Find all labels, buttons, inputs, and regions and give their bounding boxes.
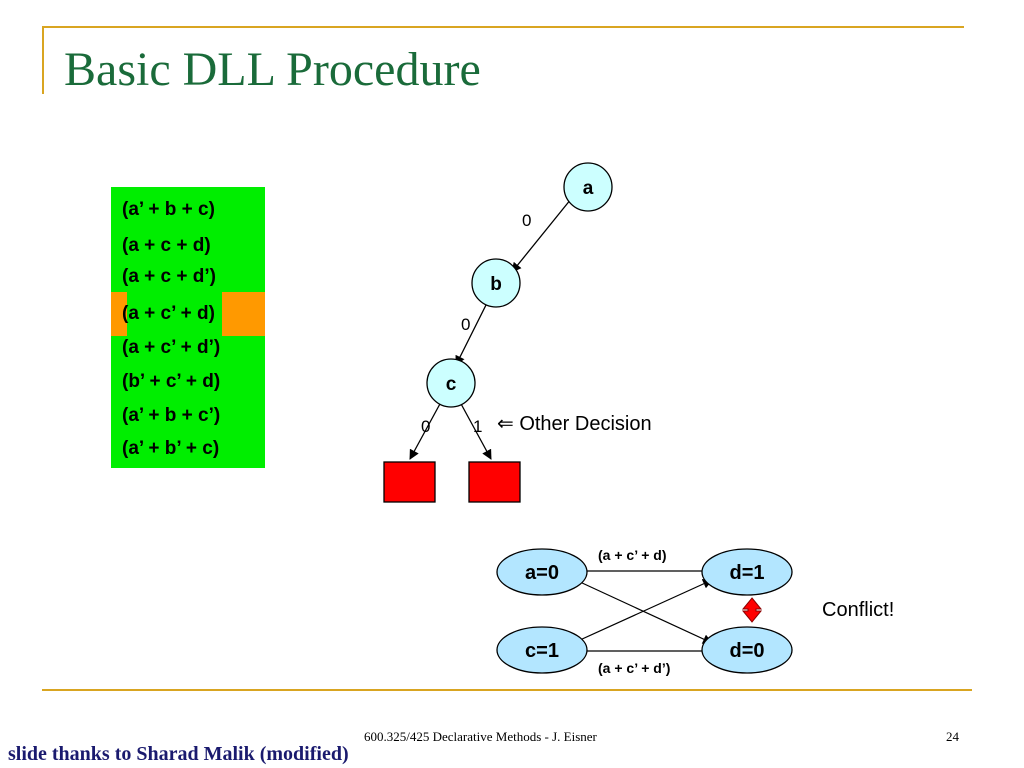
edge-a-b (511, 198, 572, 273)
clause-1: (a’ + b + c) (122, 199, 215, 220)
ig-node-d0 (701, 626, 793, 674)
clause-8: (a’ + b’ + c) (122, 438, 220, 459)
ig-node-c1-label: c=1 (525, 640, 559, 662)
ig-node-c1 (496, 626, 588, 674)
clause-7: (a’ + b + c’) (122, 405, 221, 426)
edge-c-right (459, 401, 492, 460)
clause-4: (a + c’ + d) (122, 303, 215, 324)
ig-node-a0 (496, 548, 588, 596)
page-number: 24 (946, 729, 959, 744)
ig-edge-a0-d0 (579, 581, 713, 644)
clause-5: (a + c’ + d’) (122, 337, 221, 358)
edge-c-left (409, 401, 442, 460)
conflict-label: Conflict! (822, 599, 894, 621)
clause-highlight-left (111, 292, 127, 336)
clause-3: (a + c + d’) (122, 266, 216, 287)
conflict-leaf-left (383, 461, 436, 503)
edge-label-c-left: 0 (421, 417, 430, 436)
tree-node-a (563, 162, 613, 212)
conflict-arrow (741, 597, 763, 623)
edge-label-a-b: 0 (522, 211, 531, 230)
tree-node-c (426, 358, 476, 408)
clause-highlight-right (222, 292, 265, 336)
tree-node-b (471, 258, 521, 308)
ig-node-a0-label: a=0 (525, 562, 559, 584)
bottom-rule (42, 689, 972, 691)
clause-6: (b’ + c’ + d) (122, 371, 221, 392)
ig-node-d0-label: d=0 (729, 640, 764, 662)
clause-2: (a + c + d) (122, 235, 211, 256)
left-rule (42, 26, 44, 94)
slide-title: Basic DLL Procedure (64, 43, 481, 96)
edge-label-c-right: 1 (473, 417, 482, 436)
ig-node-d1-label: d=1 (729, 562, 764, 584)
ig-clause-top-label: (a + c’ + d) (598, 547, 666, 563)
ig-node-d1 (701, 548, 793, 596)
ig-clause-bottom-label: (a + c’ + d’) (598, 660, 670, 676)
other-decision-label: ⇐ Other Decision (497, 413, 652, 435)
top-rule (42, 26, 964, 28)
edge-label-b-c: 0 (461, 315, 470, 334)
footer-text: 600.325/425 Declarative Methods - J. Eis… (364, 729, 597, 744)
edge-b-c (455, 300, 489, 366)
tree-node-b-label: b (490, 274, 502, 295)
tree-node-a-label: a (583, 178, 594, 199)
conflict-leaf-right (468, 461, 521, 503)
ig-edge-c1-d1 (579, 579, 713, 641)
credit-text: slide thanks to Sharad Malik (modified) (8, 743, 349, 765)
tree-node-c-label: c (446, 374, 457, 395)
